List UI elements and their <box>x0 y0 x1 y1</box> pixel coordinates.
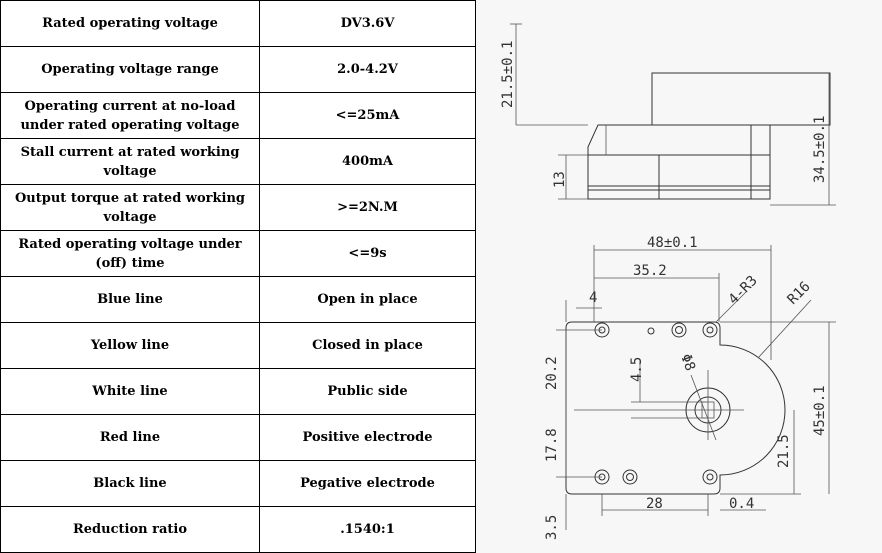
dim-48-label: 48±0.1 <box>647 235 698 251</box>
spec-param: Output torque at rated working voltage <box>0 184 260 231</box>
spec-param: Black line <box>0 460 260 507</box>
top-view: 48±0.1 35.2 4 4-R3 R16 20.2 4.5 Φ8 <box>544 235 836 540</box>
drawing-svg: 21.5±0.1 13 34.5±0.1 <box>500 23 836 540</box>
gear-housing-outline <box>587 124 770 155</box>
dim-20-2-label: 20.2 <box>544 356 560 390</box>
table-row: Output torque at rated working voltage>=… <box>0 184 476 231</box>
mount-hole <box>702 469 718 485</box>
dim-r16-label: R16 <box>785 279 814 308</box>
spec-value: DV3.6V <box>259 0 476 47</box>
mount-hole <box>706 473 714 481</box>
spec-value: Open in place <box>259 276 476 323</box>
dim-17-8-label: 17.8 <box>544 428 560 462</box>
dim-3-5-label: 3.5 <box>544 515 560 540</box>
dim-r3-label: 4-R3 <box>726 273 761 308</box>
dim-35-2-label: 35.2 <box>633 263 667 279</box>
boss-hole <box>622 469 638 485</box>
boss-hole <box>626 473 634 481</box>
small-hole <box>647 327 655 335</box>
spec-value: <=25mA <box>259 92 476 139</box>
spec-param: White line <box>0 368 260 415</box>
table-row: Rated operating voltage under (off) time… <box>0 230 476 277</box>
spec-value: 2.0-4.2V <box>259 46 476 93</box>
spec-param: Rated operating voltage under (off) time <box>0 230 260 277</box>
dim-21-5b-label: 21.5 <box>776 434 792 468</box>
spec-param: Operating current at no-load under rated… <box>0 92 260 139</box>
spec-param: Stall current at rated working voltage <box>0 138 260 185</box>
technical-drawing: 21.5±0.1 13 34.5±0.1 <box>476 0 882 553</box>
spec-value: Closed in place <box>259 322 476 369</box>
dim-phi8-label: Φ8 <box>677 352 698 373</box>
spec-value: <=9s <box>259 230 476 277</box>
leader-line <box>690 374 717 441</box>
dim-0-4-label: 0.4 <box>729 496 754 512</box>
boss-hole <box>675 326 683 334</box>
boss-hole <box>671 322 687 338</box>
spec-param: Rated operating voltage <box>0 0 260 47</box>
dim-34-5-label: 34.5±0.1 <box>812 116 828 183</box>
spec-param: Yellow line <box>0 322 260 369</box>
dim-13-label: 13 <box>552 171 568 188</box>
spec-value: >=2N.M <box>259 184 476 231</box>
mount-hole <box>702 322 718 338</box>
leader-line <box>757 299 812 359</box>
spec-param: Blue line <box>0 276 260 323</box>
side-view: 21.5±0.1 13 34.5±0.1 <box>500 23 836 206</box>
table-row: Reduction ratio.1540:1 <box>0 506 476 553</box>
dim-4-label: 4 <box>589 290 597 306</box>
spec-value: 400mA <box>259 138 476 185</box>
spec-value: Pegative electrode <box>259 460 476 507</box>
dim-21-5-label: 21.5±0.1 <box>500 41 516 108</box>
spec-param: Operating voltage range <box>0 46 260 93</box>
dim-4-5-label: 4.5 <box>629 357 645 382</box>
plate-outline <box>565 321 786 495</box>
spec-value: Public side <box>259 368 476 415</box>
motor-body-outline <box>587 154 771 200</box>
leader-line <box>715 291 747 323</box>
dim-45-label: 45±0.1 <box>812 385 828 436</box>
dim-28-label: 28 <box>646 496 663 512</box>
spec-param: Reduction ratio <box>0 506 260 553</box>
spec-param: Red line <box>0 414 260 461</box>
mount-hole <box>706 326 714 334</box>
table-row: Operating current at no-load under rated… <box>0 92 476 139</box>
spec-value: .1540:1 <box>259 506 476 553</box>
spec-value: Positive electrode <box>259 414 476 461</box>
top-shaft-outline <box>651 72 831 126</box>
